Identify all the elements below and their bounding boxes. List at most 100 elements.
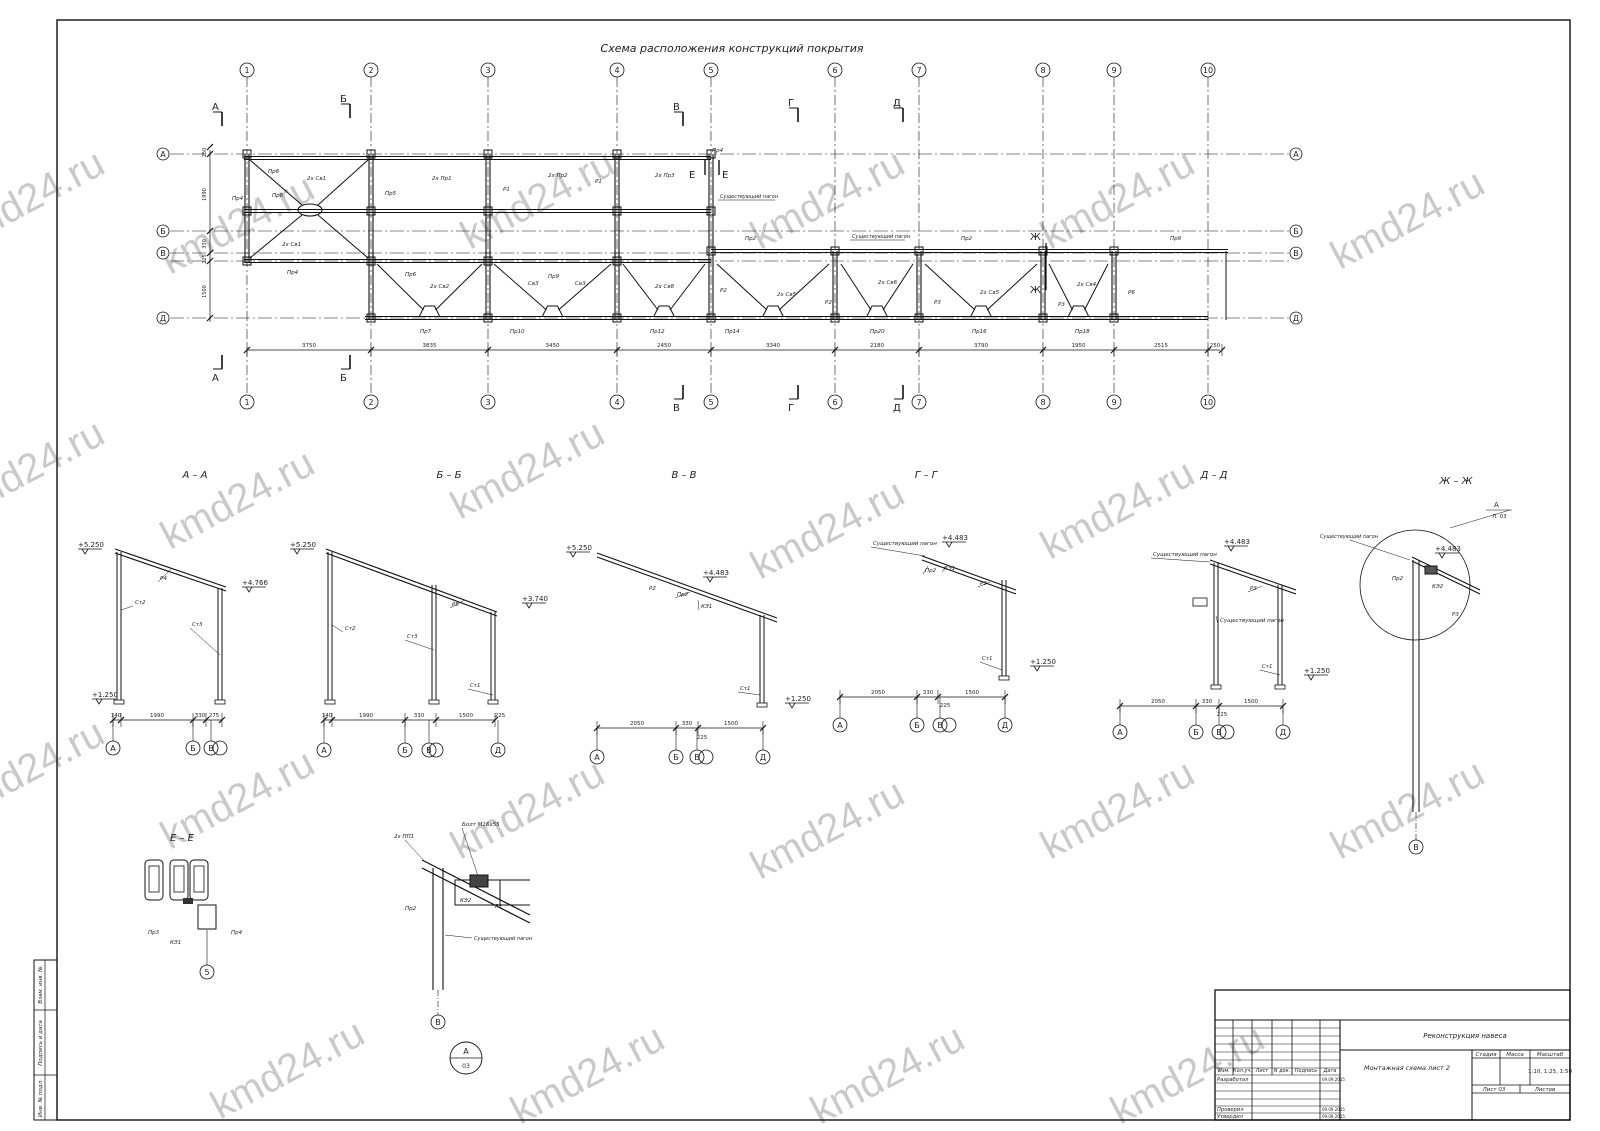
dim-tick — [206, 249, 214, 257]
section-axis-bubble-label: Д — [1280, 728, 1286, 737]
section-axis-bubble-label: Б — [1193, 728, 1199, 737]
node-callout-sheet: 03 — [462, 1063, 470, 1070]
tb-scale-header: Масштаб — [1537, 1052, 1564, 1058]
post-base — [214, 699, 226, 705]
brace-gusset — [762, 305, 784, 317]
cut-mark-label: Б — [340, 94, 347, 105]
section-axis-bubble-label: В — [1216, 728, 1222, 737]
axis-col-bottom — [609, 394, 625, 410]
plan-member-label: 2х Св5 — [777, 292, 797, 298]
axis-row-right — [1289, 246, 1303, 260]
bolt-group — [469, 874, 489, 888]
callout-letter: А — [1494, 501, 1499, 509]
level-mark-text: +1.250 — [1030, 658, 1056, 666]
dim-tick — [206, 143, 214, 151]
axis-row-right-label: В — [1293, 249, 1299, 258]
watermark-text: kmd24.ru — [744, 471, 912, 588]
section-axis-bubble — [1408, 839, 1424, 855]
dim-tick — [432, 716, 440, 724]
brace — [435, 263, 483, 311]
section-dimension: 2050 — [871, 690, 885, 696]
axis-col-top — [1035, 62, 1051, 78]
watermark-text: kmd24.ru — [444, 751, 612, 868]
level-mark-arrow — [1227, 545, 1235, 552]
section-axis-bubble-label: А — [110, 744, 116, 753]
callout-sheet: Л. 03 — [1492, 514, 1507, 520]
axis-col-top-label: 10 — [1203, 66, 1213, 75]
plan-member-label: Св3 — [528, 281, 539, 287]
dim-tick — [367, 346, 375, 354]
watermark-text: kmd24.ru — [0, 141, 111, 258]
post-base — [487, 699, 499, 705]
cut-mark-label: А — [212, 373, 219, 384]
row-dimension: 225 — [202, 254, 208, 264]
leader — [444, 934, 473, 939]
tb-stage-header: Стадия — [1475, 1052, 1497, 1058]
post-base — [1274, 684, 1286, 690]
tb-header: Подпись — [1295, 1068, 1318, 1074]
level-mark-arrow — [525, 602, 533, 609]
brace — [493, 263, 547, 311]
plan-member-label: 2х Св5 — [980, 290, 1000, 296]
plan-member-label: 2х Св1 — [307, 176, 326, 182]
profile-section — [189, 859, 209, 901]
plan-member-label: Пр7 — [420, 329, 432, 335]
brace — [376, 263, 424, 311]
dim-tick — [934, 693, 942, 701]
section-axis-bubble-overlap — [1219, 724, 1235, 740]
tb-header: Кол.уч. — [1233, 1068, 1252, 1074]
rafter-edge — [921, 555, 1017, 591]
rafter-edge — [325, 552, 498, 617]
section-dimension: 1990 — [150, 713, 164, 719]
row-dimension: 1500 — [202, 285, 208, 298]
watermark-text: kmd24.ru — [1034, 751, 1202, 868]
dim-tick — [206, 150, 214, 158]
tb-mass-header: Масса — [1506, 1052, 1524, 1058]
section-member-label: Р3 — [1452, 612, 1459, 618]
plan-member-label: Св3 — [575, 281, 586, 287]
dim-tick — [831, 346, 839, 354]
plan-member-label: 2х Пр2 — [548, 173, 568, 179]
axis-col-top — [827, 62, 843, 78]
brace — [1084, 263, 1109, 311]
brace-gusset — [419, 305, 440, 317]
member-label: Пр4 — [231, 930, 243, 936]
axis-col-top-label: 9 — [1111, 66, 1116, 75]
axis-row-right — [1289, 311, 1303, 325]
axis-col-bottom-label: 9 — [1111, 398, 1116, 407]
span-dimension: 2450 — [657, 343, 671, 349]
section-axis-bubble — [1275, 724, 1291, 740]
section-title: Г – Г — [915, 470, 939, 481]
post-base — [324, 699, 336, 705]
axis-col-top-label: 2 — [368, 66, 373, 75]
profile-inner — [148, 865, 160, 893]
leader — [1259, 669, 1281, 676]
section-axis-bubble-label: А — [321, 746, 327, 755]
section-member-label: Ст1 — [1262, 664, 1273, 670]
watermark-text: kmd24.ru — [0, 411, 111, 528]
plan-member-label: 2х Св8 — [655, 284, 675, 290]
rafter-edge — [1411, 556, 1481, 591]
axis-col-top — [703, 62, 719, 78]
dim-tick — [206, 257, 214, 265]
section-axis-bubble-label: Б — [914, 721, 920, 730]
axis-col-bottom — [1035, 394, 1051, 410]
section-title: Ж – Ж — [1439, 476, 1474, 487]
sheet-name: Монтажная схема лист 2 — [1364, 1064, 1450, 1072]
leader — [870, 546, 926, 557]
cut-mark-label: В — [673, 403, 680, 414]
section-axis-bubble-overlap — [698, 749, 714, 765]
span-dimension: 3790 — [974, 343, 988, 349]
node-plate — [706, 149, 716, 159]
section-title: Е – Е — [170, 833, 195, 844]
brace — [317, 214, 369, 259]
tb-date: 09.09.2015 — [1322, 1107, 1345, 1112]
watermark-text: kmd24.ru — [504, 1016, 672, 1131]
post-base — [998, 675, 1010, 681]
leader — [941, 565, 947, 573]
section-member-label: Р2 — [649, 586, 656, 592]
dim-tick — [206, 314, 214, 322]
